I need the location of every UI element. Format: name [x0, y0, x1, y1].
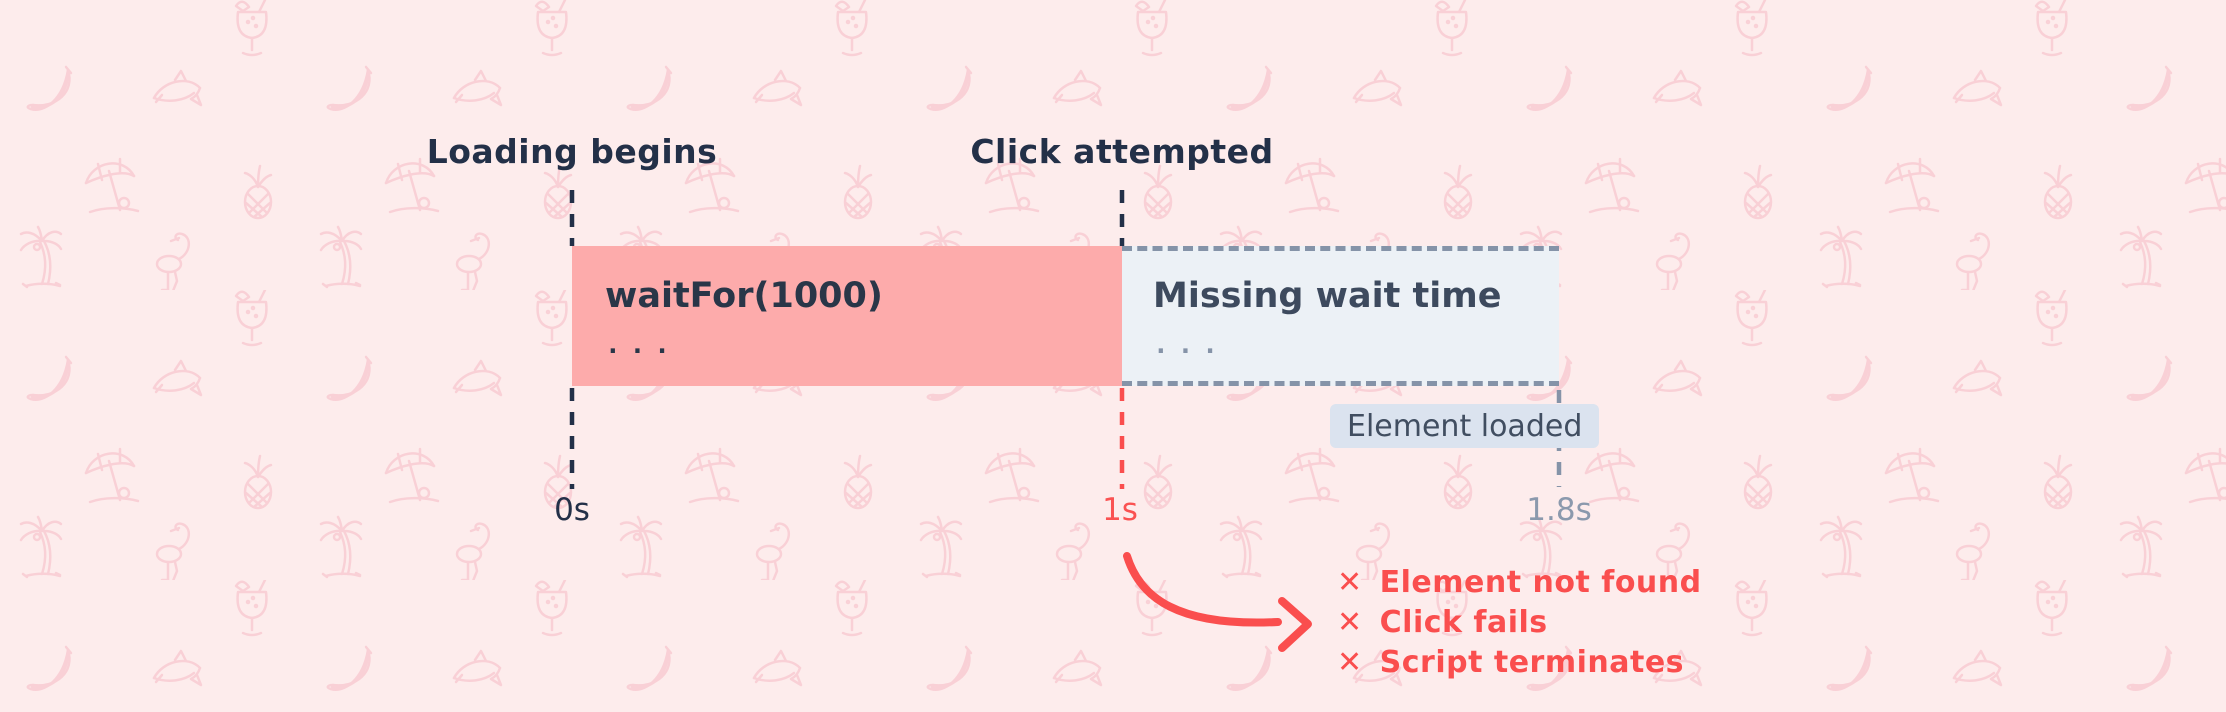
ellipsis-dots: ...: [1153, 330, 1227, 360]
error-label: Script terminates: [1379, 644, 1685, 680]
cross-icon: ✕: [1337, 644, 1363, 680]
loading-begins-label: Loading begins: [426, 132, 718, 171]
element-loaded-chip: Element loaded: [1330, 404, 1600, 448]
tick-1-8s: 1.8s: [1526, 492, 1592, 528]
tick-1s: 1s: [1102, 492, 1138, 528]
missing-wait-box: Missing wait time ...: [1122, 246, 1559, 386]
click-attempted-label: Click attempted: [970, 132, 1274, 171]
cross-icon: ✕: [1337, 604, 1363, 640]
error-script-terminates: ✕ Script terminates: [1337, 642, 1702, 682]
cross-icon: ✕: [1337, 564, 1363, 600]
error-label: Click fails: [1379, 604, 1548, 640]
error-list: ✕ Element not found ✕ Click fails ✕ Scri…: [1337, 562, 1702, 682]
wait-for-title: waitFor(1000): [605, 276, 883, 316]
ellipsis-dots: ...: [605, 330, 679, 360]
missing-wait-title: Missing wait time: [1153, 276, 1502, 316]
error-element-not-found: ✕ Element not found: [1337, 562, 1702, 602]
curved-arrow-icon: [1123, 552, 1312, 652]
error-click-fails: ✕ Click fails: [1337, 602, 1702, 642]
tick-0s: 0s: [554, 492, 590, 528]
wait-for-bar: waitFor(1000) ...: [572, 246, 1122, 386]
error-label: Element not found: [1379, 564, 1702, 600]
